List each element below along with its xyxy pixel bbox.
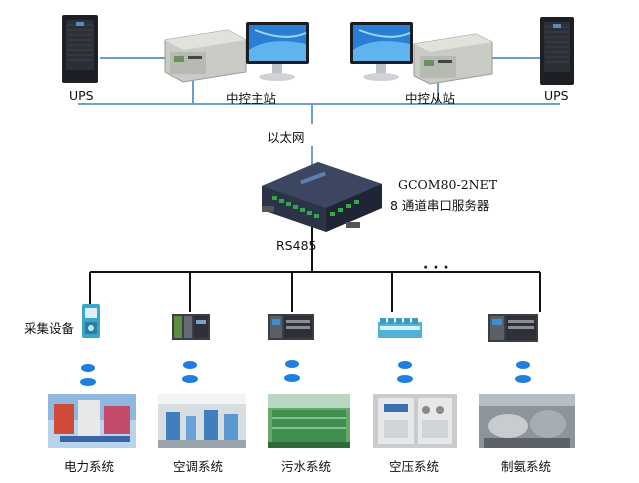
serial-server-icon (262, 162, 382, 232)
rs485-bus (89, 222, 541, 312)
device-description-label: 8 通道串口服务器 (390, 198, 490, 213)
ups-left-label: UPS (69, 88, 94, 103)
collector-4-icon (378, 318, 422, 338)
system-label-ammonia: 制氨系统 (501, 459, 552, 474)
collector-3-icon (268, 314, 314, 340)
slave-ipc-icon (413, 33, 493, 85)
ups-right-icon (540, 17, 574, 85)
ammonia-system-photo (479, 394, 575, 448)
slave-monitor-icon (350, 22, 413, 81)
hvac-system-photo (158, 394, 246, 448)
master-station-label: 中控主站 (226, 91, 277, 106)
power-system-photo (48, 394, 136, 448)
rs485-label: RS485 (276, 238, 317, 253)
system-label-sewage: 污水系统 (281, 459, 332, 474)
ups-right-label: UPS (544, 88, 569, 103)
system-label-power: 电力系统 (64, 459, 115, 474)
master-ipc-icon (164, 29, 247, 83)
slave-station-label: 中控从站 (405, 91, 456, 106)
collector-label: 采集设备 (24, 321, 75, 336)
master-monitor-icon (246, 22, 309, 81)
more-devices-ellipsis: · · · (423, 260, 449, 276)
collector-1-icon (82, 304, 100, 338)
collector-2-icon (172, 314, 210, 340)
system-label-hvac: 空调系统 (173, 459, 224, 474)
wireless-dots (80, 360, 531, 386)
air-compressor-system-photo (373, 394, 457, 448)
sewage-system-photo (268, 394, 350, 448)
ups-left-icon (62, 15, 98, 83)
device-model-label: GCOM80-2NET (398, 177, 498, 192)
ethernet-label: 以太网 (267, 130, 305, 145)
collector-5-icon (488, 314, 538, 342)
system-label-air-compressor: 空压系统 (389, 459, 440, 474)
